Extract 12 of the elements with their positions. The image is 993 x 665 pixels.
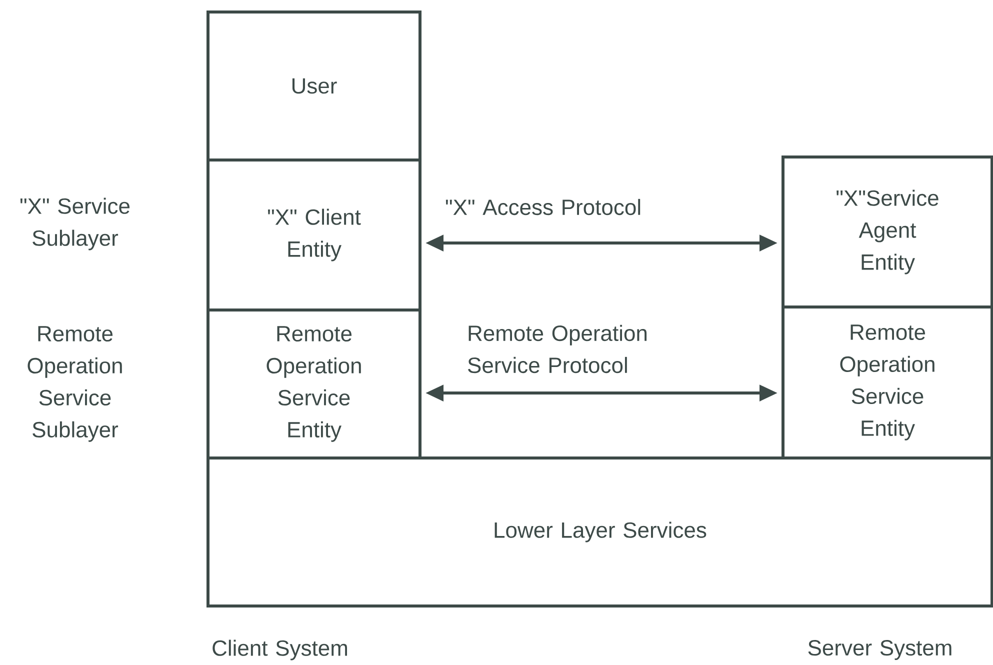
layer-box: "X" Client Entity — [206, 158, 422, 312]
layer-box: Remote Operation Service Entity — [206, 308, 422, 460]
edge-label: "X" Access Protocol — [446, 198, 640, 216]
layer-label: Server System — [808, 640, 952, 660]
layer-box: Lower Layer Services — [206, 456, 993, 608]
layer-label: "X" Service Sublayer — [20, 198, 130, 250]
layer-box: "X"Service Agent Entity — [782, 156, 993, 308]
edge-label: Remote Operation Service Protocol — [468, 324, 647, 374]
layer-box: Remote Operation Service Entity — [782, 306, 993, 460]
layer-label: Client System — [212, 640, 347, 660]
layer-box: User — [206, 10, 422, 162]
layer-label: Remote Operation Service Sublayer — [28, 326, 122, 442]
